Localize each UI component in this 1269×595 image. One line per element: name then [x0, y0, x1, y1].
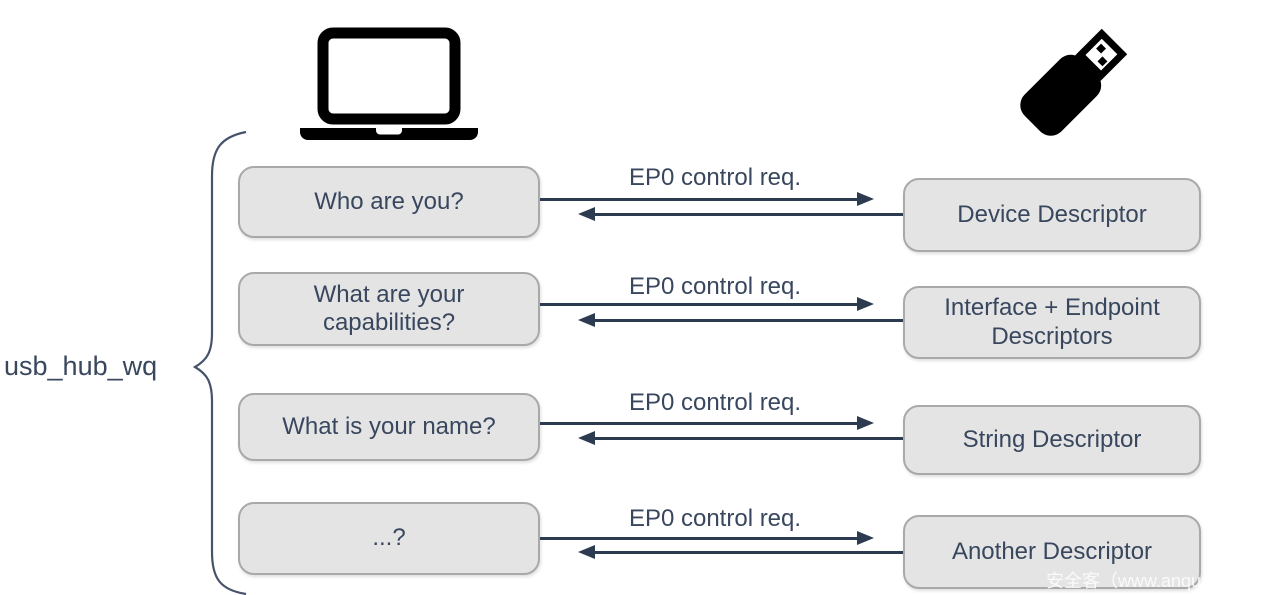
request-arrow-line: [540, 303, 857, 306]
response-arrow-left-icon: [578, 313, 595, 327]
site-watermark: 安全客（www.anquank: [1046, 571, 1231, 591]
ep0-control-req-label: EP0 control req.: [628, 273, 802, 300]
response-box: Interface + Endpoint Descriptors: [903, 286, 1201, 359]
request-arrow-line: [540, 198, 857, 201]
ep0-control-req-label: EP0 control req.: [628, 505, 802, 532]
request-arrow-line: [540, 537, 857, 540]
queue-label: usb_hub_wq: [4, 351, 158, 381]
ep0-control-req-label: EP0 control req.: [628, 164, 802, 191]
question-box: Who are you?: [238, 166, 540, 238]
response-arrow-left-icon: [578, 207, 595, 221]
response-box: Another Descriptor: [903, 515, 1201, 589]
usb-flash-drive-icon: [1020, 28, 1128, 136]
question-box: What is your name?: [238, 393, 540, 461]
request-arrow-right-icon: [857, 297, 874, 311]
curly-brace: [192, 130, 247, 595]
request-arrow-right-icon: [857, 531, 874, 545]
response-arrow-line: [595, 437, 903, 440]
response-arrow-line: [595, 551, 903, 554]
question-box: ...?: [238, 502, 540, 575]
response-box: Device Descriptor: [903, 178, 1201, 252]
laptop-icon: [300, 27, 478, 140]
ep0-control-req-label: EP0 control req.: [628, 389, 802, 416]
response-arrow-left-icon: [578, 431, 595, 445]
question-box: What are your capabilities?: [238, 272, 540, 346]
request-arrow-line: [540, 422, 857, 425]
response-box: String Descriptor: [903, 405, 1201, 475]
response-arrow-left-icon: [578, 545, 595, 559]
response-arrow-line: [595, 213, 903, 216]
request-arrow-right-icon: [857, 192, 874, 206]
request-arrow-right-icon: [857, 416, 874, 430]
response-arrow-line: [595, 319, 903, 322]
